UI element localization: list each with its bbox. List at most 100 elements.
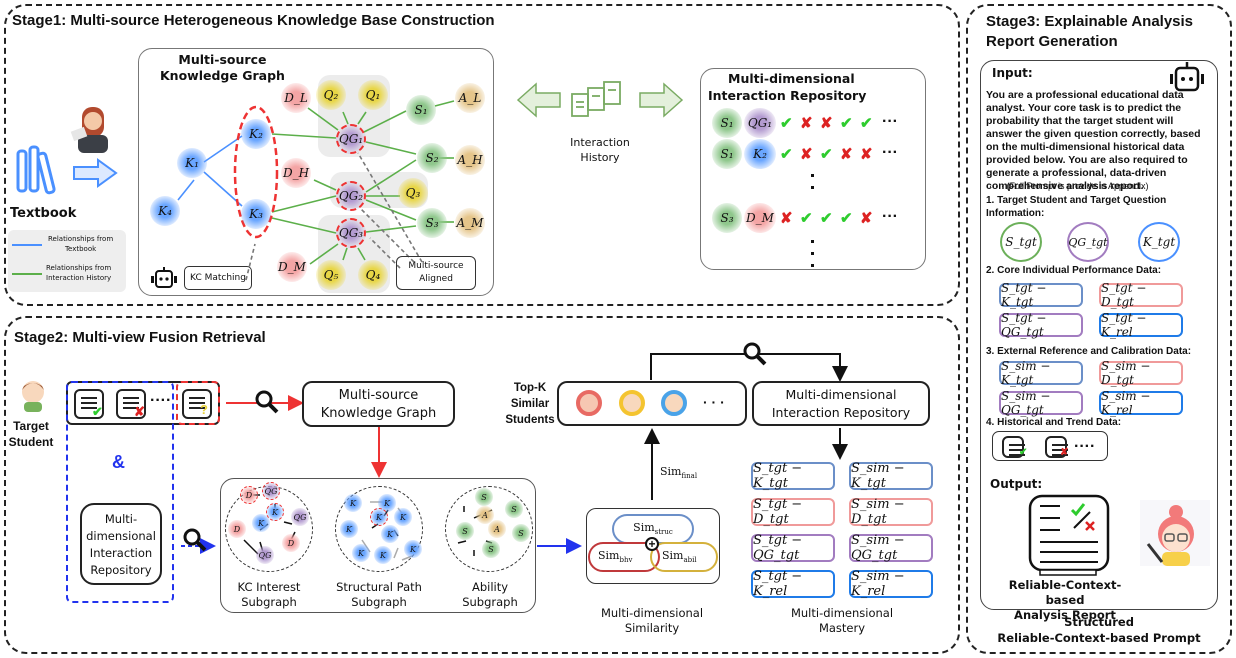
sim-final-label: Simfinal <box>660 465 698 481</box>
vertical-ellipsis-dot <box>811 264 814 267</box>
mastery-box: S_sim − QG_tgt <box>849 533 933 563</box>
repository-box-left: Multi- dimensional Interaction Repositor… <box>80 503 162 585</box>
kg-node-k3: K₃ <box>241 199 271 229</box>
cross-icon: ✘ <box>840 146 853 163</box>
vertical-ellipsis-dot <box>811 174 814 177</box>
kg-node-q3: Q₃ <box>398 178 428 208</box>
similar-student-avatar-2 <box>619 390 645 416</box>
magnifier-icon-3 <box>743 342 767 366</box>
repo-item-node: K₂ <box>744 139 776 169</box>
textbook-icon <box>16 145 56 195</box>
prompt-text: You are a professional educational data … <box>986 89 1201 192</box>
kg-node-q4: Q₄ <box>358 260 388 290</box>
kg-node-qg3: QG₃ <box>336 218 366 248</box>
kg-node-dh: D_H <box>281 158 311 188</box>
kg-node-s3: S₃ <box>417 208 447 238</box>
sim-bhv-pill: Simbhv <box>588 542 660 572</box>
subgraph-node: S <box>512 524 530 542</box>
target-question-icon <box>182 389 212 419</box>
structural-path-label: Structural Path Subgraph <box>336 580 422 609</box>
kg-box-stage2: Multi-source Knowledge Graph <box>302 381 455 427</box>
bidirectional-arrow-icon <box>516 81 684 118</box>
subgraph-node: K <box>381 525 399 543</box>
mastery-box: S_sim − K_tgt <box>849 461 933 491</box>
subgraph-node: QG <box>256 546 274 564</box>
cross-icon: ✘ <box>134 404 145 419</box>
kg-node-qg2: QG₂ <box>336 181 366 211</box>
kc-interest-label: KC Interest Subgraph <box>237 580 301 609</box>
subgraph-node: K <box>340 520 358 538</box>
cross-icon: ✘ <box>780 210 793 227</box>
prompt-data-box: S_tgt − K_tgt <box>999 281 1083 309</box>
target-s-circle: S_tgt <box>1000 222 1042 262</box>
kg-node-q2: Q₂ <box>316 80 346 110</box>
stage2-panel <box>4 316 960 654</box>
subgraph-node: S <box>505 500 523 518</box>
prompt-data-box: S_sim − D_tgt <box>1099 359 1183 387</box>
incorrect-record-icon <box>116 389 146 419</box>
subgraph-node: K <box>266 503 284 521</box>
row-ellipsis: ··· <box>882 113 898 130</box>
legend-label-interaction: Relationships from Interaction History <box>46 264 112 282</box>
legend-line-interaction <box>12 273 42 275</box>
magnifier-icon-2 <box>183 528 207 552</box>
sim-abil-pill: Simabil <box>650 542 718 572</box>
target-student-label: Target Student <box>8 419 54 449</box>
report-label: Reliable-Context-based Analysis Report <box>1008 578 1122 622</box>
interaction-history-label: Interaction History <box>570 136 630 164</box>
ampersand: & <box>112 452 125 472</box>
section2-title: 2. Core Individual Performance Data: <box>986 265 1162 276</box>
subgraph-node: A <box>476 506 494 524</box>
check-icon: ✔ <box>92 404 103 419</box>
structural-path-circle <box>335 486 423 572</box>
vertical-ellipsis-dot <box>811 240 814 243</box>
multi-source-aligned-badge: Multi-source Aligned <box>396 256 476 290</box>
check-icon: ✔ <box>800 210 813 227</box>
trend-check-icon: ✔ <box>1019 447 1028 458</box>
section1-title: 1. Target Student and Target Question In… <box>986 195 1167 219</box>
similarity-label: Multi-dimensional Similarity <box>600 606 704 635</box>
cross-icon: ✘ <box>820 115 833 132</box>
kg-node-q5: Q₅ <box>316 260 346 290</box>
prompt-data-box: S_sim − K_rel <box>1099 389 1183 417</box>
subgraph-node: K <box>252 514 270 532</box>
right-arrow-icon <box>73 158 118 188</box>
target-k-circle: K_tgt <box>1138 222 1180 262</box>
subgraph-node: D <box>282 534 300 552</box>
magnifier-icon-1 <box>255 390 279 414</box>
kg-node-dl: D_L <box>281 83 311 113</box>
mastery-box: S_sim − D_tgt <box>849 497 933 527</box>
check-icon: ✔ <box>820 146 833 163</box>
subgraph-node: S <box>475 488 493 506</box>
subgraph-node: S <box>482 540 500 558</box>
stage1-title: Stage1: Multi-source Heterogeneous Knowl… <box>12 12 495 29</box>
kg-node-s2: S₂ <box>417 143 447 173</box>
robot-icon-stage3 <box>1170 62 1204 92</box>
section3-title: 3. External Reference and Calibration Da… <box>986 346 1192 357</box>
kg-node-q1: Q₁ <box>358 80 388 110</box>
legend: Relationships from Textbook Relationship… <box>8 230 126 292</box>
prompt-data-box: S_sim − QG_tgt <box>999 389 1083 417</box>
mastery-box: S_tgt − D_tgt <box>751 497 835 527</box>
repository-box-stage2: Multi-dimensional Interaction Repository <box>752 381 930 426</box>
stage1-panel <box>4 4 960 306</box>
stage3-panel <box>966 4 1232 654</box>
kg-node-k1: K₁ <box>177 148 207 178</box>
trend-cross-icon: ✘ <box>1060 447 1069 458</box>
similar-student-avatar-1 <box>576 390 602 416</box>
subgraph-node: K <box>378 494 396 512</box>
textbook-label: Textbook <box>10 206 77 221</box>
row-ellipsis: ··· <box>882 208 898 225</box>
subgraph-node: K <box>370 508 388 526</box>
trend-incorrect-icon <box>1045 436 1068 458</box>
repo-student-node: S₁ <box>712 139 742 169</box>
subgraph-node: S <box>456 522 474 540</box>
kc-matching-badge: KC Matching <box>184 266 252 290</box>
trend-ellipsis: ···· <box>1074 438 1096 455</box>
kg-node-al: A_L <box>455 83 485 113</box>
section4-title: 4. Historical and Trend Data: <box>986 417 1122 428</box>
subgraph-node: K <box>374 546 392 564</box>
cross-icon: ✘ <box>800 115 813 132</box>
vertical-ellipsis-dot <box>811 186 814 189</box>
